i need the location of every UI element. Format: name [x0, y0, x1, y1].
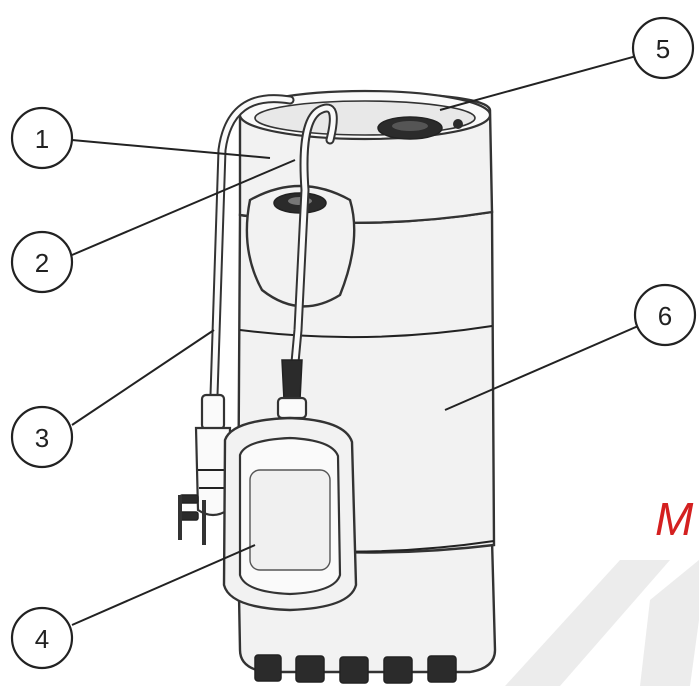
callout-2-label: 2 [35, 248, 49, 278]
float-switch [222, 103, 358, 612]
power-plug [178, 393, 232, 545]
callout-5-label: 5 [656, 34, 670, 64]
callout-3-label: 3 [35, 423, 49, 453]
leader-4 [71, 544, 256, 626]
leader-lines [71, 54, 653, 626]
callout-6-label: 6 [658, 301, 672, 331]
leader-3 [71, 329, 215, 426]
inlet-slots [254, 654, 457, 684]
callout-1: 1 [10, 106, 74, 170]
callout-2: 2 [10, 230, 74, 294]
callout-4-label: 4 [35, 624, 49, 654]
callout-5: 5 [631, 16, 695, 80]
callout-1-label: 1 [35, 124, 49, 154]
watermark-bands [505, 560, 699, 686]
leader-5 [439, 54, 641, 111]
callout-4: 4 [10, 606, 74, 670]
leader-2 [71, 159, 296, 256]
leader-6 [444, 319, 653, 411]
pressure-outlet [377, 116, 463, 140]
callout-3: 3 [10, 405, 74, 469]
leader-1 [71, 139, 271, 159]
watermark-text: M [655, 493, 694, 545]
callout-6: 6 [633, 283, 697, 347]
power-cable [178, 94, 295, 545]
